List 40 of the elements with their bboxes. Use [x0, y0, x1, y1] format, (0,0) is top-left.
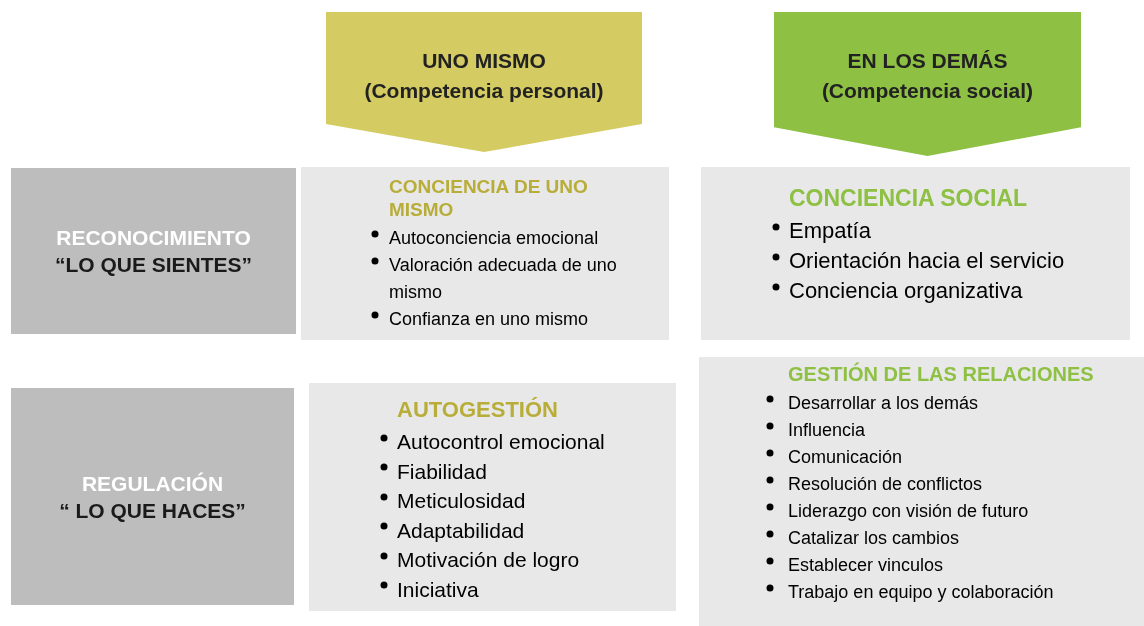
- competency-panel: [309, 383, 676, 611]
- competency-item: Orientación hacia el servicio: [789, 247, 1065, 275]
- panel-heading: AUTOGESTIÓN: [397, 397, 559, 423]
- panel-heading: CONCIENCIA DE UNO MISMO: [389, 175, 589, 221]
- competency-item: Trabajo en equipo y colaboración: [788, 581, 1054, 604]
- competency-item: Confianza en uno mismo: [389, 308, 589, 331]
- competency-item: Valoración adecuada de uno mismo: [389, 254, 618, 304]
- row-header-panel: [11, 168, 296, 334]
- competency-item: Empatía: [789, 217, 871, 245]
- row-title: REGULACIÓN: [81, 470, 224, 497]
- banner-text: (Competencia personal): [363, 78, 605, 104]
- competency-item: Meticulosidad: [397, 488, 526, 514]
- competency-panel: [701, 167, 1130, 340]
- row-title: RECONOCIMIENTO: [56, 225, 251, 251]
- competency-panel: [699, 357, 1144, 626]
- competency-item: Liderazgo con visión de futuro: [788, 500, 1029, 523]
- banner-text: EN LOS DEMÁS: [846, 48, 1009, 74]
- competency-item: Motivación de logro: [397, 547, 580, 573]
- panel-heading: CONCIENCIA SOCIAL: [789, 185, 1029, 212]
- down-arrow-banner: [326, 12, 642, 152]
- competency-item: Fiabilidad: [397, 458, 487, 485]
- row-subtitle: “ LO QUE HACES”: [59, 497, 246, 524]
- competency-item: Desarrollar a los demás: [788, 392, 979, 415]
- competency-item: Catalizar los cambios: [788, 527, 960, 550]
- competency-panel: [301, 167, 669, 340]
- competency-item: Autocontrol emocional: [397, 429, 605, 455]
- down-arrow-banner: [774, 12, 1081, 156]
- competency-item: Conciencia organizativa: [789, 277, 1023, 305]
- banner-text: (Competencia social): [820, 78, 1035, 104]
- competency-item: Influencia: [788, 419, 866, 442]
- banner-text: UNO MISMO: [421, 48, 547, 74]
- competency-item: Resolución de conflictos: [788, 473, 983, 496]
- competency-item: Establecer vinculos: [788, 554, 944, 577]
- competency-item: Comunicación: [788, 446, 903, 469]
- row-subtitle: “LO QUE SIENTES”: [54, 252, 253, 278]
- competency-item: Autoconciencia emocional: [389, 227, 599, 250]
- row-header-panel: [11, 388, 294, 605]
- panel-heading: GESTIÓN DE LAS RELACIONES: [788, 362, 1095, 386]
- competency-item: Iniciativa: [397, 576, 479, 603]
- competency-item: Adaptabilidad: [397, 517, 525, 544]
